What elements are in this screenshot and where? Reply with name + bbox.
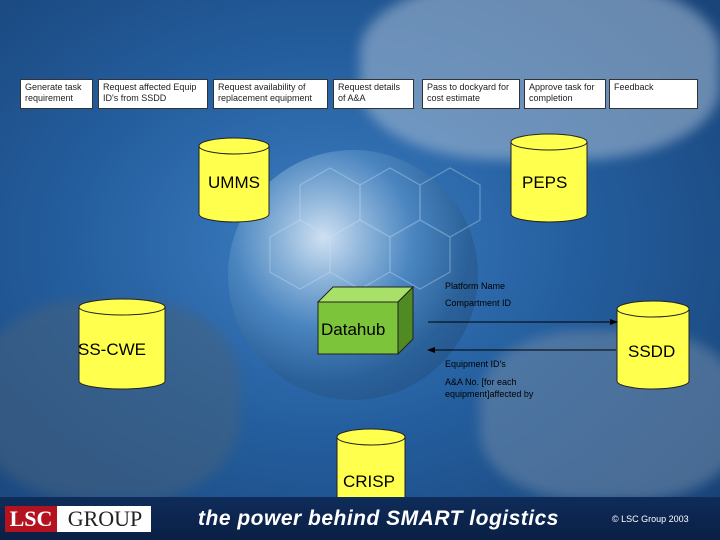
datahub-cube-icon [316,285,415,356]
umms-cylinder-icon [198,137,270,223]
umms-label: UMMS [208,173,260,192]
peps-label: PEPS [522,173,568,192]
ssdd-cylinder-icon [616,300,690,390]
flow-note-equipment-ids: Equipment ID's [445,359,506,369]
flow-note-platform-name: Platform Name [445,281,506,291]
lsc-group-logo: LSC GROUP [5,506,151,532]
datahub-box: Datahub [316,285,415,356]
process-step-request-aa-details: Request details of A&A [333,79,414,109]
background-globe-image [228,150,478,400]
footer-copyright: © LSC Group 2003 [612,514,689,524]
process-step-approve-task: Approve task for completion [524,79,606,109]
ss-cwe-cylinder-icon [78,298,166,390]
logo-lsc-text: LSC [5,506,57,532]
flow-note-compartment-id: Compartment ID [445,298,512,308]
logo-group-text: GROUP [67,506,143,531]
crisp-label: CRISP [343,472,395,491]
peps-database: PEPS [510,133,588,223]
process-step-request-availability: Request availability of replacement equi… [213,79,328,109]
ssdd-database: SSDD [616,300,690,390]
process-step-generate-task: Generate task requirement [20,79,93,109]
process-step-request-equip-ids: Request affected Equip ID's from SSDD [98,79,208,109]
process-step-feedback: Feedback [609,79,698,109]
umms-database: UMMS [198,137,270,223]
datahub-label: Datahub [321,320,386,339]
process-step-pass-to-dockyard: Pass to dockyard for cost estimate [422,79,520,109]
peps-cylinder-icon [510,133,588,223]
ss-cwe-database: SS-CWE [78,298,166,390]
ssdd-label: SSDD [628,342,676,361]
footer-tagline: the power behind SMART logistics [198,507,559,530]
ss-cwe-label: SS-CWE [78,340,146,359]
flow-note-aa-number: A&A No. [for each equipment]affected by [445,377,534,399]
